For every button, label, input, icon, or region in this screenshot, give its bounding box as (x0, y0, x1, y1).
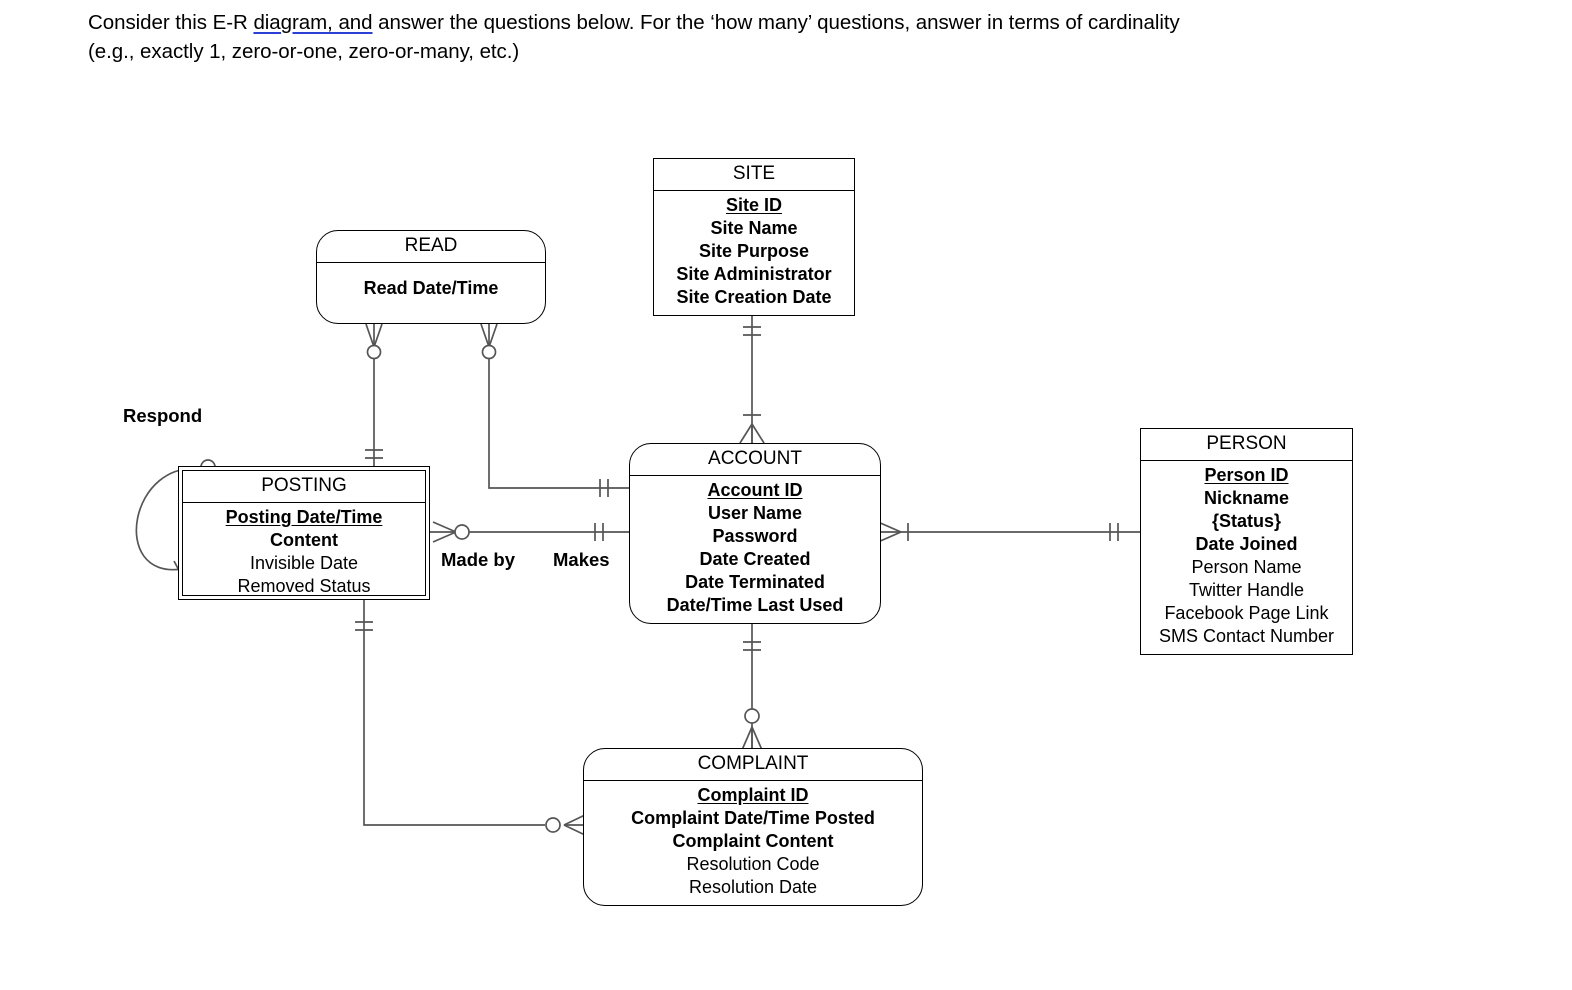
attribute-complaint-content: Complaint Content (672, 831, 834, 852)
attribute-site-name: Site Name (710, 218, 798, 239)
attribute-site-id: Site ID (725, 195, 782, 215)
connector-read-posting (365, 323, 383, 470)
attribute-person-date-joined: Date Joined (1195, 534, 1298, 555)
entity-posting[interactable]: POSTING Posting Date/Time Content Invisi… (178, 466, 430, 600)
attribute-person-twitter-handle: Twitter Handle (1188, 580, 1305, 601)
relationship-label-makes: Makes (553, 549, 610, 570)
entity-posting-attributes: Posting Date/Time Content Invisible Date… (183, 503, 425, 604)
entity-posting-inner-border: POSTING Posting Date/Time Content Invisi… (182, 470, 426, 596)
attribute-person-id: Person ID (1204, 465, 1289, 485)
attribute-account-date-terminated: Date Terminated (685, 572, 825, 593)
attribute-complaint-resolution-date: Resolution Date (688, 877, 818, 898)
entity-site[interactable]: SITE Site ID Site Name Site Purpose Site… (653, 158, 855, 317)
attribute-site-purpose: Site Purpose (698, 241, 810, 262)
entity-account-attributes: Account ID User Name Password Date Creat… (630, 476, 880, 623)
attribute-person-sms-contact-number: SMS Contact Number (1158, 626, 1335, 647)
attribute-account-user-name: User Name (707, 503, 803, 524)
attribute-person-facebook-page-link: Facebook Page Link (1164, 603, 1329, 624)
connector-account-person (877, 521, 1140, 543)
prompt-text-after: answer the questions below. For the ‘how… (372, 11, 1180, 34)
entity-site-title: SITE (654, 159, 854, 191)
attribute-read-date-time: Read Date/Time (363, 278, 499, 298)
attribute-posting-content: Content (270, 530, 338, 551)
entity-posting-title: POSTING (183, 471, 425, 503)
prompt-text-before: Consider this E-R (88, 11, 254, 34)
entity-complaint-title: COMPLAINT (584, 749, 922, 781)
attribute-account-password: Password (712, 526, 798, 547)
entity-person-title: PERSON (1141, 429, 1352, 461)
attribute-site-administrator: Site Administrator (676, 264, 832, 285)
entity-complaint[interactable]: COMPLAINT Complaint ID Complaint Date/Ti… (583, 748, 923, 907)
connector-site-account (739, 310, 765, 444)
entity-account-title: ACCOUNT (630, 444, 880, 476)
prompt-underlined-phrase: diagram, and (253, 11, 373, 34)
attribute-site-creation-date: Site Creation Date (676, 287, 832, 308)
connector-account-complaint (741, 622, 763, 751)
attribute-account-date-created: Date Created (699, 549, 811, 570)
attribute-account-date-time-last-used: Date/Time Last Used (666, 595, 844, 616)
entity-read[interactable]: READ Read Date/Time (316, 230, 546, 324)
relationship-label-respond: Respond (123, 405, 203, 426)
entity-read-title: READ (317, 231, 545, 263)
prompt-line-2: (e.g., exactly 1, zero-or-one, zero-or-m… (88, 40, 520, 64)
attribute-posting-invisible-date: Invisible Date (249, 553, 359, 574)
entity-account[interactable]: ACCOUNT Account ID User Name Password Da… (629, 443, 881, 625)
attribute-complaint-id: Complaint ID (697, 785, 809, 805)
attribute-complaint-date-time-posted: Complaint Date/Time Posted (631, 808, 875, 829)
entity-complaint-attributes: Complaint ID Complaint Date/Time Posted … (584, 781, 922, 905)
attribute-account-id: Account ID (707, 480, 803, 500)
attribute-person-name: Person Name (1191, 557, 1302, 578)
connector-posting-complaint (355, 600, 586, 836)
attribute-posting-date-time: Posting Date/Time (225, 507, 383, 527)
entity-person-attributes: Person ID Nickname {Status} Date Joined … (1141, 461, 1352, 654)
attribute-person-nickname: Nickname (1203, 488, 1290, 509)
attribute-person-status: {Status} (1211, 511, 1282, 532)
question-prompt: Consider this E-R diagram, and answer th… (88, 8, 1488, 66)
connector-read-account (480, 323, 632, 497)
entity-person[interactable]: PERSON Person ID Nickname {Status} Date … (1140, 428, 1353, 656)
relationship-label-made-by: Made by (441, 549, 516, 570)
entity-read-attributes: Read Date/Time (317, 263, 545, 306)
attribute-complaint-resolution-code: Resolution Code (686, 854, 820, 875)
attribute-posting-removed-status: Removed Status (237, 576, 371, 597)
entity-site-attributes: Site ID Site Name Site Purpose Site Admi… (654, 191, 854, 315)
connector-posting-account (430, 521, 632, 543)
